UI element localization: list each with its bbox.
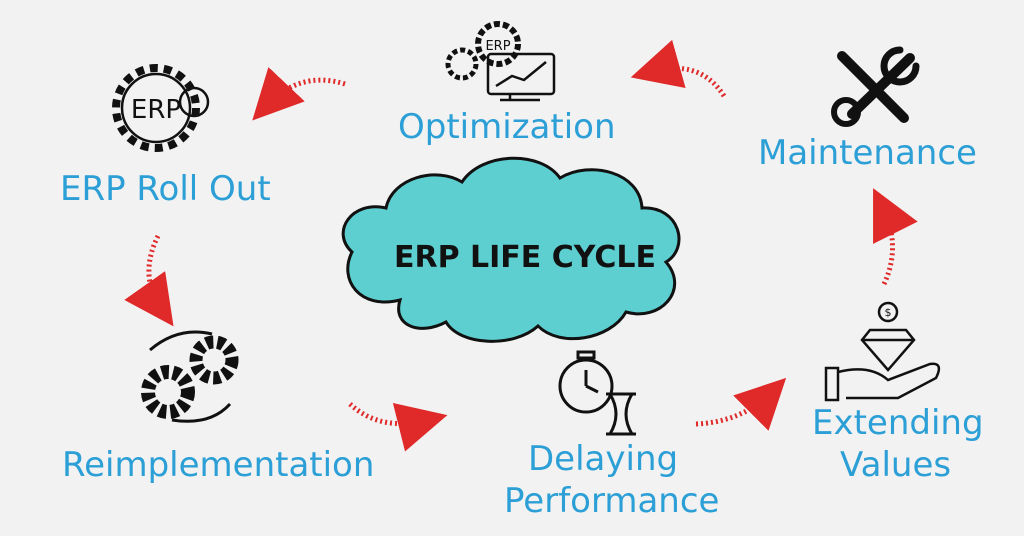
tools-icon (831, 46, 920, 127)
erp-gear-icon-text: ERP (131, 95, 181, 125)
arrow-optimization-to-rollout (252, 67, 346, 121)
erp-dashboard-icon-text: ERP (485, 39, 510, 54)
stopwatch-hourglass-icon (558, 350, 636, 436)
stage-label-rollout: ERP Roll Out (60, 169, 271, 209)
stage-label-reimplementation: Reimplementation (62, 445, 375, 485)
center-cloud (341, 156, 681, 343)
arrow-delaying-to-extending (695, 377, 787, 431)
gears-cycle-icon (141, 330, 239, 423)
stage-label-extending-line1: Extending (812, 403, 984, 443)
diagram-title: ERP LIFE CYCLE (393, 240, 657, 275)
erp-dashboard-icon (445, 21, 556, 102)
arrow-reimplementation-to-delaying (348, 402, 448, 452)
stage-label-maintenance: Maintenance (758, 133, 977, 173)
arrow-rollout-to-reimplementation (124, 234, 174, 327)
stage-label-delaying-line2: Performance (504, 481, 720, 521)
erp-gear-icon (112, 64, 210, 152)
arrow-extending-to-maintenance (873, 188, 918, 286)
arrow-maintenance-to-optimization (630, 39, 727, 98)
stage-label-optimization: Optimization (398, 107, 616, 147)
dollar-icon: $ (885, 306, 892, 319)
value-hand-icon (824, 301, 941, 402)
stage-label-extending-line2: Values (840, 445, 952, 485)
stage-label-delaying-line1: Delaying (528, 439, 679, 479)
